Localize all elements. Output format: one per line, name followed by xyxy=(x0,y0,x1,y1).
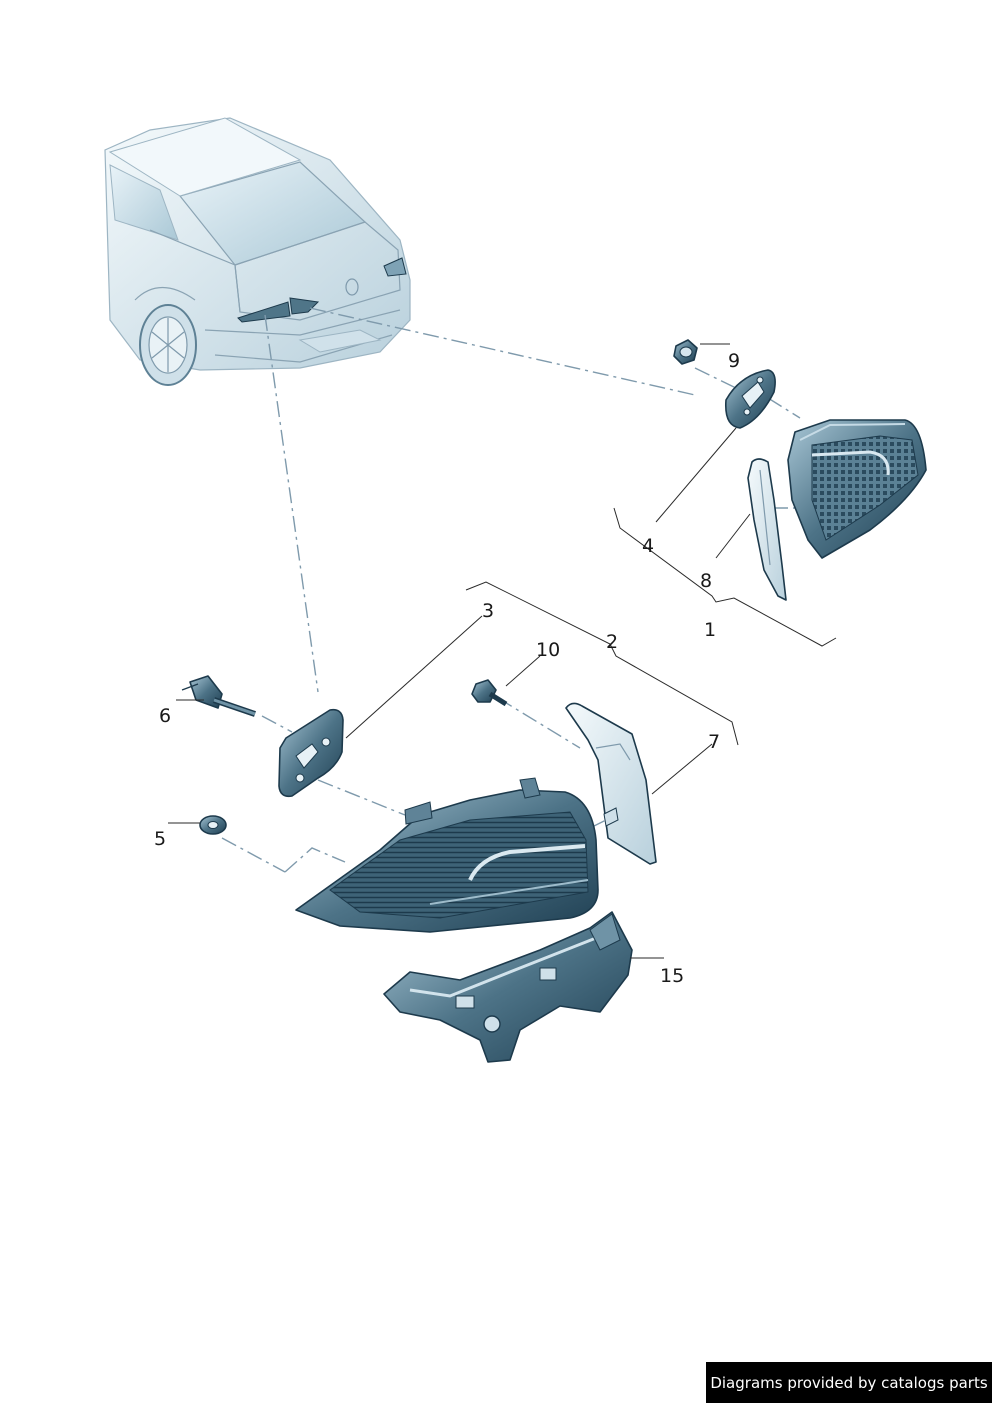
callout-15: 15 xyxy=(660,965,684,987)
callout-4: 4 xyxy=(642,535,654,557)
assembly-reference-lines xyxy=(221,307,801,873)
callout-2: 2 xyxy=(606,631,618,653)
callout-10: 10 xyxy=(536,639,560,661)
mounting-bracket-part-15 xyxy=(383,911,633,1063)
trim-panel-part-7 xyxy=(565,702,657,865)
callout-6: 6 xyxy=(159,705,171,727)
callout-1: 1 xyxy=(704,619,716,641)
callout-numbers: 1 2 3 4 5 6 7 8 9 10 15 xyxy=(154,350,740,987)
washer-part-5 xyxy=(199,815,227,835)
adjusting-screw-part-6 xyxy=(181,675,256,717)
outer-tail-lamp-part-2 xyxy=(295,777,599,933)
callout-9: 9 xyxy=(728,350,740,372)
callout-3: 3 xyxy=(482,600,494,622)
trim-strip-part-8 xyxy=(747,458,787,601)
screw-part-10 xyxy=(471,679,508,707)
callout-7: 7 xyxy=(708,731,720,753)
leader-lines xyxy=(168,343,837,959)
callout-8: 8 xyxy=(700,570,712,592)
callout-5: 5 xyxy=(154,828,166,850)
nut-part-9 xyxy=(673,339,698,365)
credit-label: Diagrams provided by catalogs parts xyxy=(706,1362,992,1403)
car-rear-illustration xyxy=(104,117,411,386)
inner-tail-lamp-part-1 xyxy=(787,419,927,559)
gasket-part-4 xyxy=(724,369,776,429)
gasket-part-3 xyxy=(278,708,344,798)
